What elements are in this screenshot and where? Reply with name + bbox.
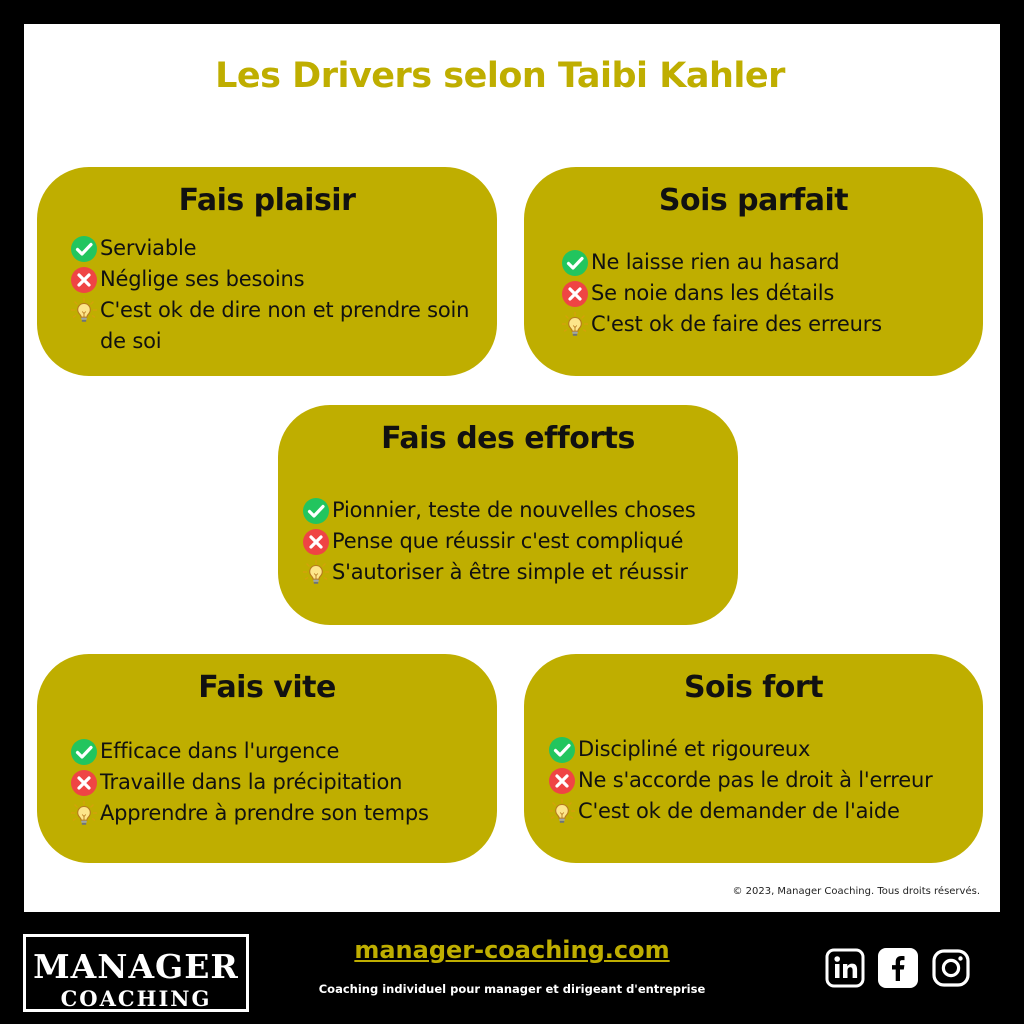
check-icon	[70, 233, 100, 264]
facebook-icon[interactable]	[878, 948, 918, 988]
list-item: Apprendre à prendre son temps	[70, 798, 490, 829]
check-icon	[70, 736, 100, 767]
lightbulb-icon	[70, 295, 100, 326]
list-item: C'est ok de faire des erreurs	[561, 309, 971, 340]
card-title: Sois fort	[683, 670, 824, 705]
item-text: S'autoriser à être simple et réussir	[332, 560, 688, 584]
item-text: Apprendre à prendre son temps	[100, 801, 429, 825]
list-item: Efficace dans l'urgence	[70, 736, 490, 767]
card-fais-des-efforts: Fais des efforts Pionnier, teste de nouv…	[278, 405, 738, 625]
cross-icon	[561, 278, 591, 309]
cross-icon	[548, 765, 578, 796]
card-sois-parfait: Sois parfait Ne laisse rien au hasard Se…	[524, 167, 983, 376]
item-text: Efficace dans l'urgence	[100, 739, 340, 763]
card-title: Sois parfait	[658, 183, 849, 218]
list-item: Pionnier, teste de nouvelles choses	[302, 495, 742, 526]
card-title: Fais plaisir	[178, 183, 356, 218]
item-text: Se noie dans les détails	[591, 281, 835, 305]
list-item: Discipliné et rigoureux	[548, 734, 978, 765]
linkedin-icon[interactable]	[825, 948, 865, 988]
logo-main-text: MANAGER	[33, 947, 239, 986]
item-text: Pense que réussir c'est compliqué	[332, 529, 684, 553]
lightbulb-icon	[548, 796, 578, 827]
brand-logo[interactable]: MANAGER COACHING	[23, 934, 249, 1012]
tagline: Coaching individuel pour manager et diri…	[318, 982, 706, 996]
item-text: Néglige ses besoins	[100, 267, 305, 291]
instagram-icon[interactable]	[931, 948, 971, 988]
list-item: Ne laisse rien au hasard	[561, 247, 971, 278]
item-text: C'est ok de demander de l'aide	[578, 799, 900, 823]
list-item: Néglige ses besoins	[70, 264, 480, 295]
check-icon	[548, 734, 578, 765]
page-title: Les Drivers selon Taibi Kahler	[215, 56, 785, 96]
item-text: C'est ok de dire non et prendre soin de …	[100, 298, 470, 353]
website-link[interactable]: manager-coaching.com	[354, 936, 670, 964]
card-fais-plaisir: Fais plaisir Serviable Néglige ses besoi…	[37, 167, 497, 376]
list-item: Pense que réussir c'est compliqué	[302, 526, 742, 557]
lightbulb-icon	[302, 557, 332, 588]
list-item: C'est ok de dire non et prendre soin de …	[70, 295, 480, 357]
copyright-notice: © 2023, Manager Coaching. Tous droits ré…	[732, 886, 980, 897]
card-title: Fais vite	[198, 670, 336, 705]
cross-icon	[70, 767, 100, 798]
lightbulb-icon	[70, 798, 100, 829]
list-item: Ne s'accorde pas le droit à l'erreur	[548, 765, 978, 796]
list-item: Se noie dans les détails	[561, 278, 971, 309]
card-fais-vite: Fais vite Efficace dans l'urgence Travai…	[37, 654, 497, 863]
item-text: Ne s'accorde pas le droit à l'erreur	[578, 768, 933, 792]
check-icon	[561, 247, 591, 278]
item-text: Travaille dans la précipitation	[100, 770, 403, 794]
card-items: Serviable Néglige ses besoins C'est ok d…	[70, 233, 480, 357]
card-items: Pionnier, teste de nouvelles choses Pens…	[302, 495, 742, 588]
cross-icon	[70, 264, 100, 295]
card-title: Fais des efforts	[381, 421, 635, 456]
list-item: Travaille dans la précipitation	[70, 767, 490, 798]
card-items: Ne laisse rien au hasard Se noie dans le…	[561, 247, 971, 340]
card-items: Discipliné et rigoureux Ne s'accorde pas…	[548, 734, 978, 827]
item-text: Ne laisse rien au hasard	[591, 250, 840, 274]
item-text: Discipliné et rigoureux	[578, 737, 811, 761]
item-text: C'est ok de faire des erreurs	[591, 312, 882, 336]
item-text: Serviable	[100, 236, 197, 260]
lightbulb-icon	[561, 309, 591, 340]
item-text: Pionnier, teste de nouvelles choses	[332, 498, 696, 522]
list-item: C'est ok de demander de l'aide	[548, 796, 978, 827]
check-icon	[302, 495, 332, 526]
card-sois-fort: Sois fort Discipliné et rigoureux Ne s'a…	[524, 654, 983, 863]
cross-icon	[302, 526, 332, 557]
list-item: Serviable	[70, 233, 480, 264]
logo-sub-text: COACHING	[60, 986, 212, 1011]
card-items: Efficace dans l'urgence Travaille dans l…	[70, 736, 490, 829]
list-item: S'autoriser à être simple et réussir	[302, 557, 742, 588]
